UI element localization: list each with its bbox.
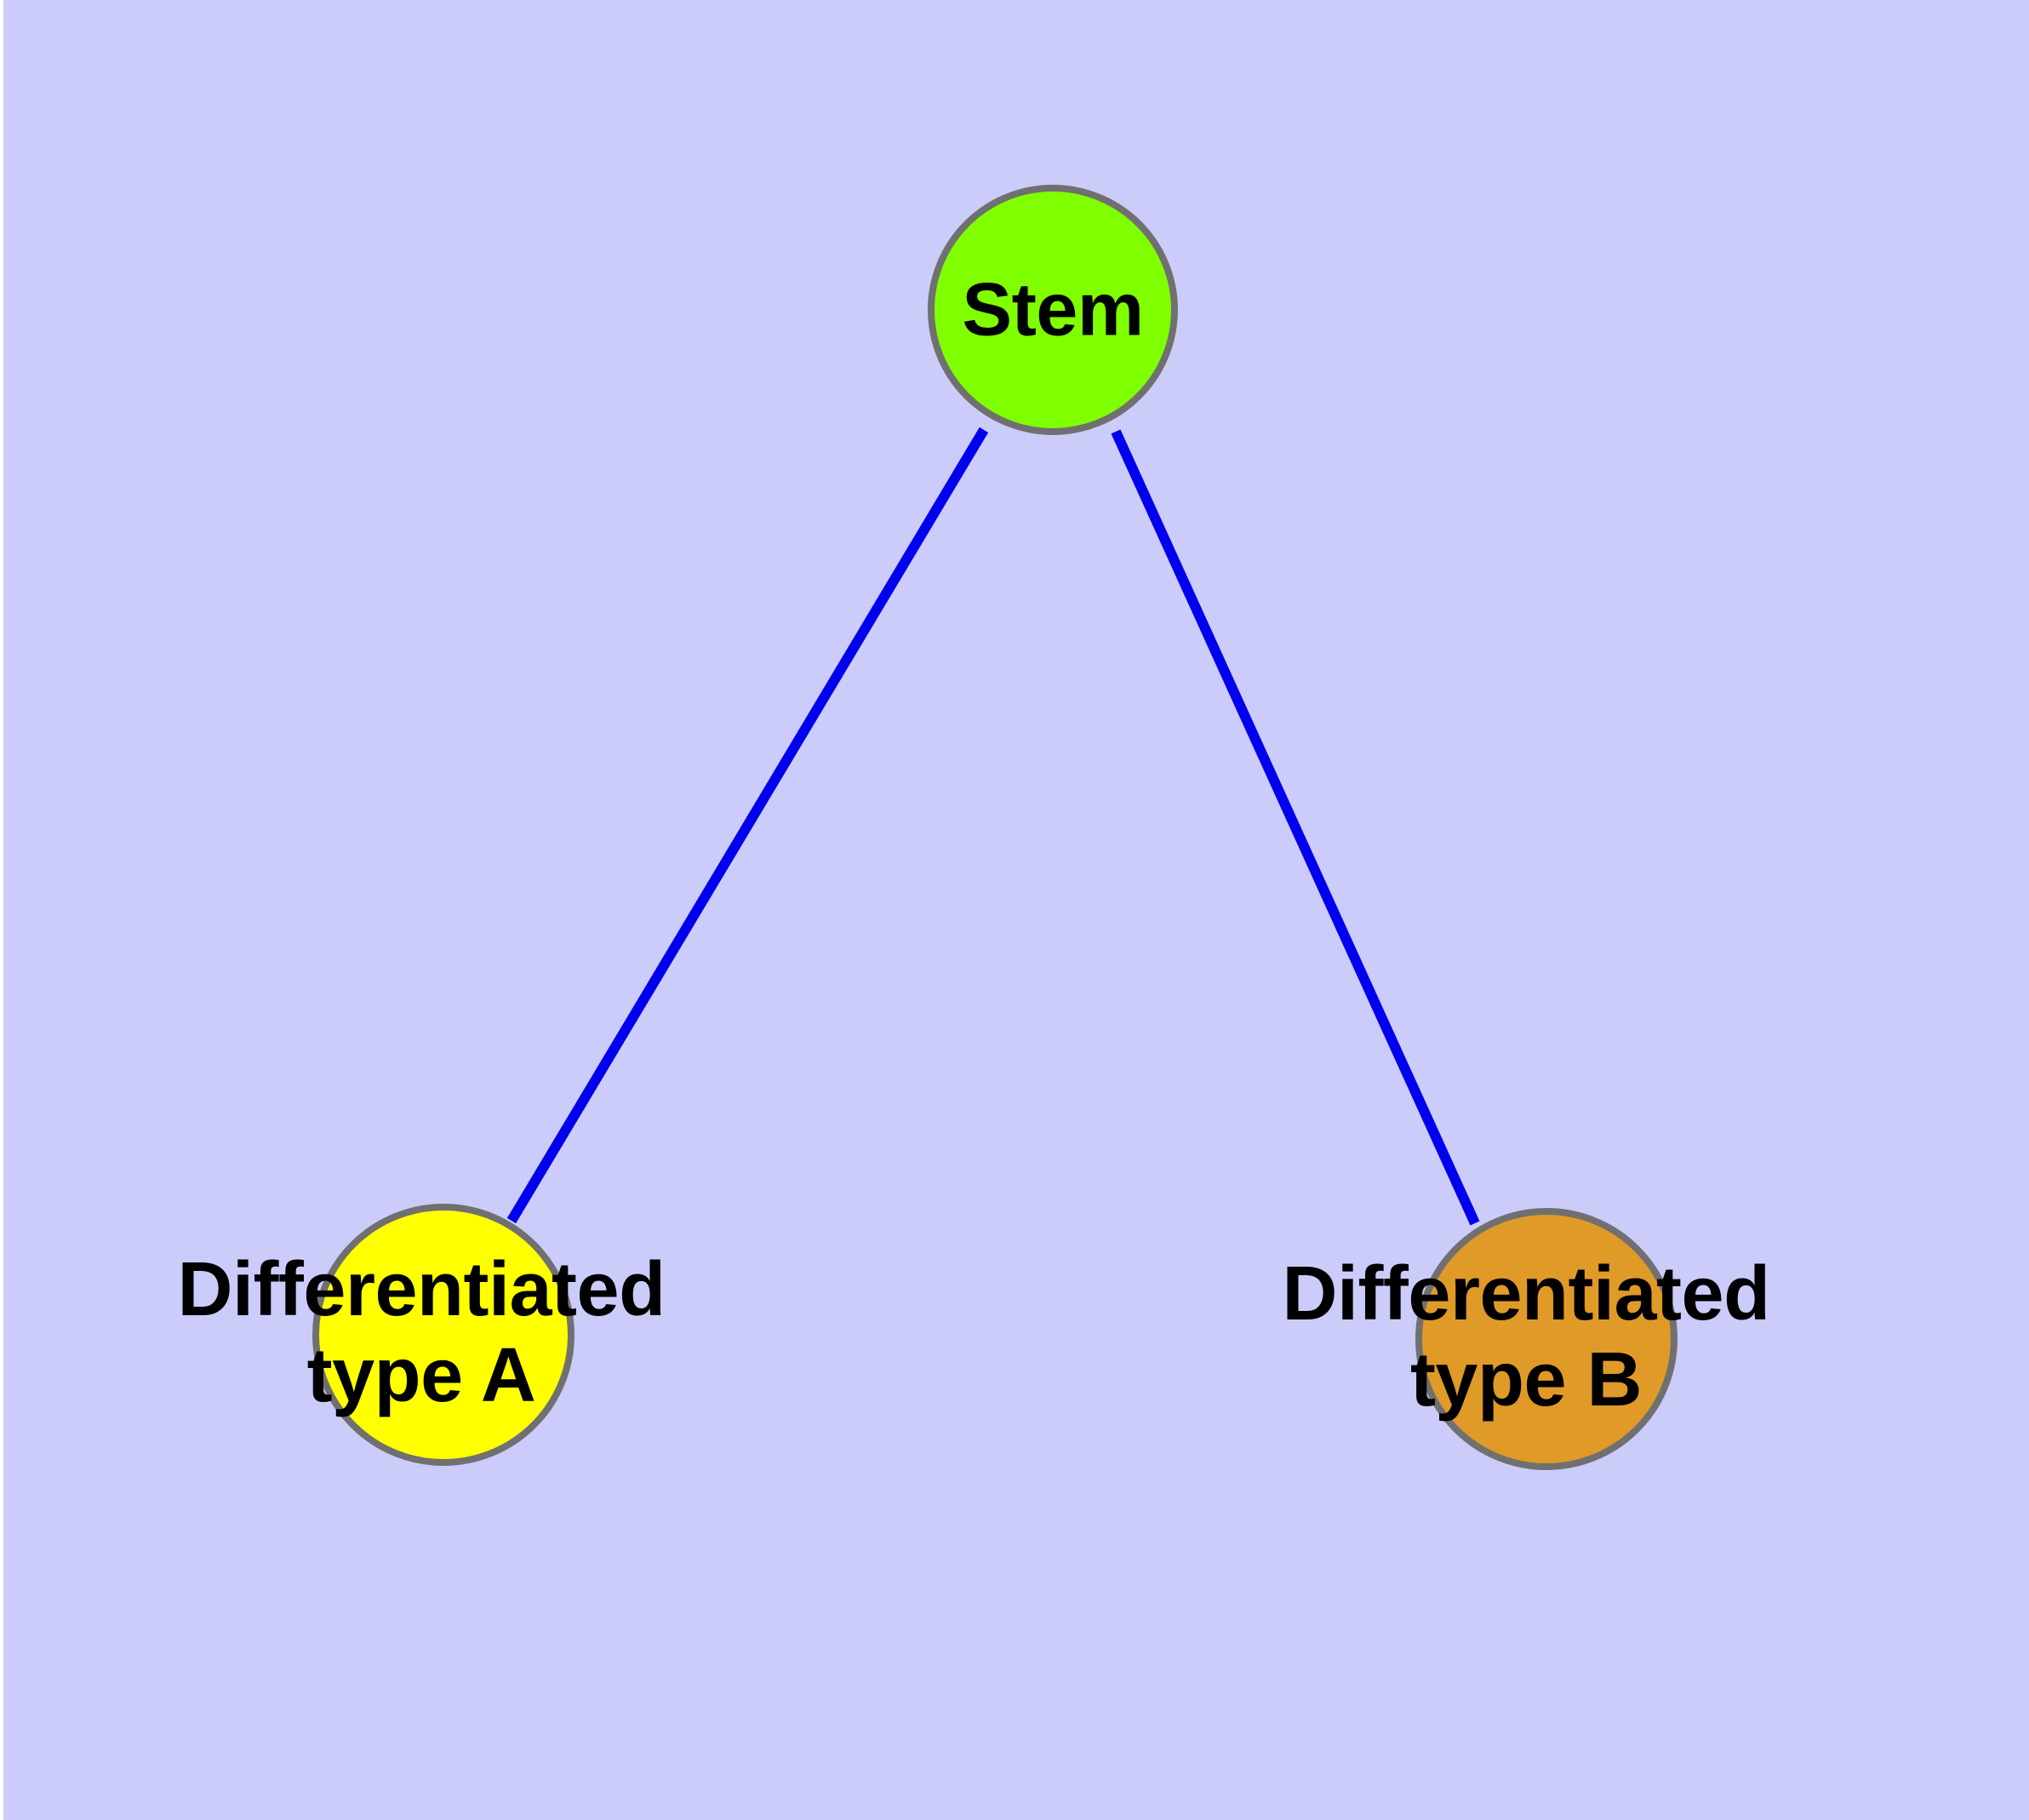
- graph-edge-stem-to-diff_b: [1111, 429, 1480, 1226]
- edge-layer: [506, 426, 1480, 1226]
- graph-node-stem[interactable]: [928, 185, 1178, 435]
- graph-edge-stem-to-diff_a: [506, 426, 989, 1224]
- graph-node-diff_b[interactable]: [1415, 1208, 1677, 1470]
- node-layer: [312, 185, 1677, 1470]
- graph-node-diff_a[interactable]: [312, 1204, 574, 1466]
